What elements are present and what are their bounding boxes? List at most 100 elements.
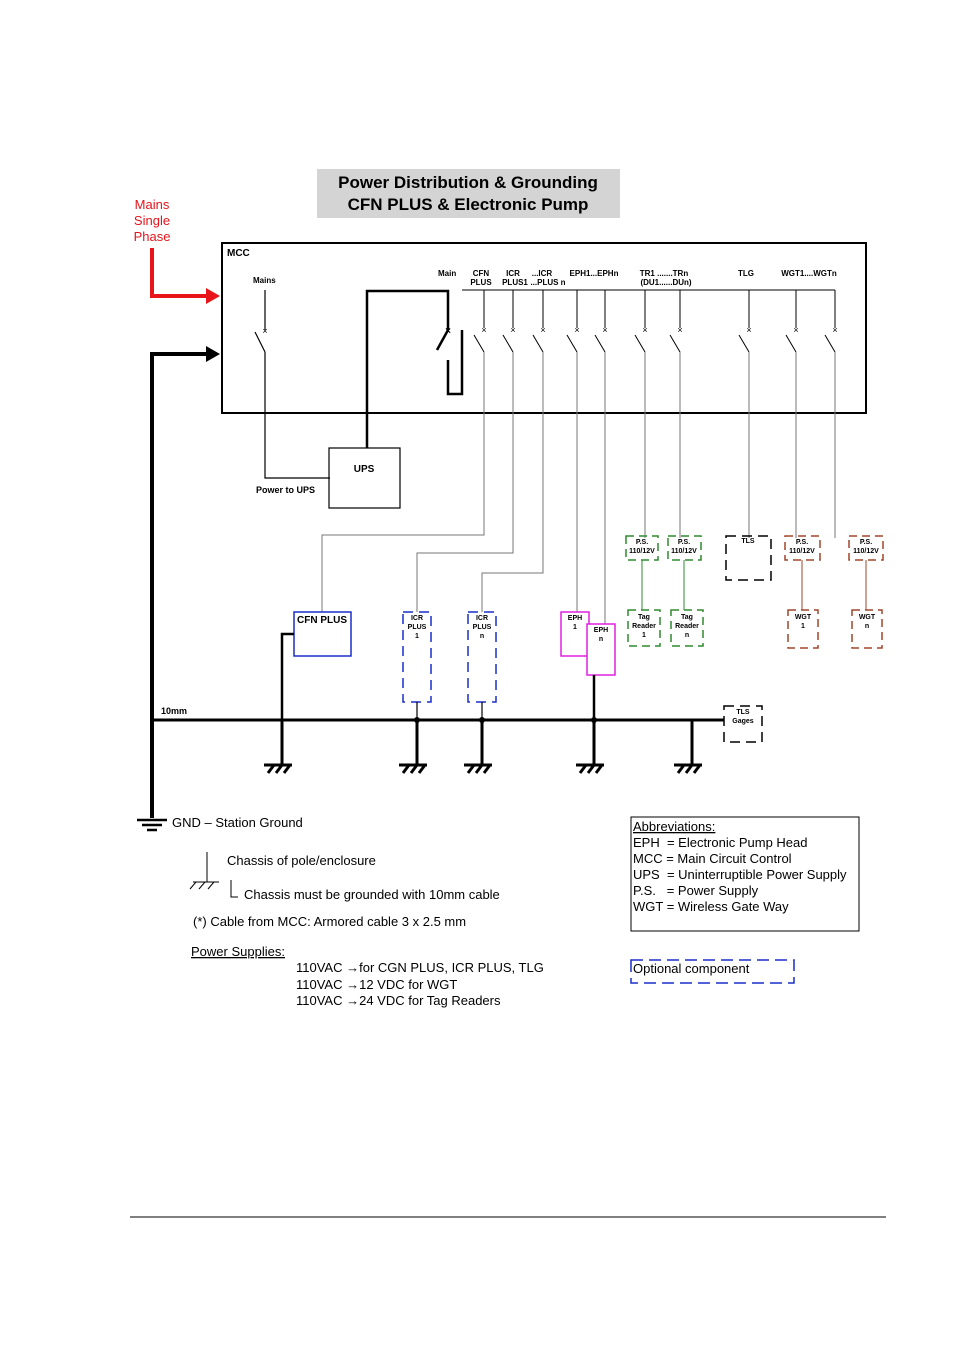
mains-arrowhead — [206, 288, 220, 304]
mcc-label: MCC — [227, 248, 250, 259]
tag1-line1: Tag — [638, 614, 650, 621]
tag1-line2: Reader — [632, 623, 656, 630]
tagn-line1: Tag — [681, 614, 693, 621]
ground-main-wire — [150, 352, 208, 818]
cable-10mm-label: 10mm — [161, 706, 187, 716]
ps-tagn-line1: P.S. — [678, 539, 690, 546]
mains-label-line1: Mains — [135, 197, 170, 212]
ps-tagn-line2: 110/12V — [671, 548, 697, 555]
abbr-line-4: P.S. = Power Supply — [633, 883, 759, 898]
svg-text:×: × — [574, 325, 579, 335]
mcc-tlg-label: TLG — [738, 269, 754, 278]
mcc-icrn-line2: ...PLUS n — [530, 278, 565, 287]
mcc-icr-line1: ICR — [506, 269, 520, 278]
wgt1-line1: WGT — [795, 614, 812, 621]
ups-label: UPS — [354, 464, 375, 475]
wgtn-line1: WGT — [859, 614, 876, 621]
chassis-grounds — [264, 720, 702, 774]
ps-line-3: 110VAC →24 VDC for Tag Readers — [296, 993, 501, 1008]
ps-line-2: 110VAC →12 VDC for WGT — [296, 977, 457, 992]
chassis-legend-symbol — [189, 852, 238, 898]
wgt1-line2: 1 — [801, 623, 805, 630]
eph1-line1: EPH — [568, 615, 582, 622]
main-bus-wire — [446, 330, 464, 396]
cable-note: (*) Cable from MCC: Armored cable 3 x 2.… — [193, 914, 466, 929]
mcc-wgt-label: WGT1....WGTn — [781, 269, 837, 278]
eph-n-box — [586, 623, 616, 676]
tls-label: TLS — [741, 538, 755, 545]
tag-reader-n-group: P.S. 110/12V Tag Reader n — [667, 535, 704, 647]
abbr-line-1: EPH = Electronic Pump Head — [633, 835, 808, 850]
svg-text:×: × — [793, 325, 798, 335]
cfn-ground-wire — [280, 632, 294, 722]
station-ground-symbol — [137, 818, 167, 832]
abbreviations-box — [630, 816, 860, 932]
icr1-line3: 1 — [415, 633, 419, 640]
svg-text:×: × — [540, 325, 545, 335]
mains-label-line2: Single — [134, 213, 170, 228]
mains-label-line3: Phase — [134, 229, 171, 244]
tag1-line3: 1 — [642, 632, 646, 639]
tag-reader-1-group: P.S. 110/12V Tag Reader 1 — [625, 535, 661, 647]
svg-text:×: × — [481, 325, 486, 335]
gnd-legend: GND – Station Ground — [172, 815, 303, 830]
svg-text:×: × — [642, 325, 647, 335]
chassis-legend: Chassis of pole/enclosure — [227, 853, 376, 868]
ups-box — [328, 447, 401, 509]
tls-gages-line2: Gages — [732, 718, 754, 725]
abbr-line-3: UPS = Uninterruptible Power Supply — [633, 867, 847, 882]
ps-wgt1-line1: P.S. — [796, 539, 808, 546]
ps-wgtn-line2: 110/12V — [853, 548, 879, 555]
optional-component-box — [630, 959, 795, 984]
power-supplies-title: Power Supplies: — [191, 944, 285, 959]
ephn-line2: n — [599, 636, 603, 643]
svg-text:×: × — [746, 325, 751, 335]
eph-1-box — [560, 611, 590, 657]
ps-line-1: 110VAC →for CGN PLUS, ICR PLUS, TLG — [296, 960, 544, 975]
mcc-eph-label: EPH1...EPHn — [570, 269, 619, 278]
ups-output-wire — [365, 289, 450, 448]
title-line2: CFN PLUS & Electronic Pump — [348, 195, 589, 214]
tagn-line2: Reader — [675, 623, 699, 630]
mcc-tr-line2: (DU1......DUn) — [640, 278, 691, 287]
abbr-line-2: MCC = Main Circuit Control — [633, 851, 792, 866]
power-to-ups-wire — [264, 352, 330, 479]
eph1-line2: 1 — [573, 624, 577, 631]
svg-text:×: × — [602, 325, 607, 335]
ps-tag1-line1: P.S. — [636, 539, 648, 546]
svg-text:×: × — [262, 326, 267, 336]
icrn-line3: n — [480, 633, 484, 640]
svg-text:×: × — [832, 325, 837, 335]
ephn-line1: EPH — [594, 627, 608, 634]
main-switch — [435, 329, 450, 351]
chassis-note: Chassis must be grounded with 10mm cable — [244, 887, 500, 902]
mcc-cfn-line2: PLUS — [470, 278, 492, 287]
abbreviations-title: Abbreviations: — [633, 819, 715, 834]
mains-arrow — [150, 248, 208, 298]
svg-text:×: × — [510, 325, 515, 335]
title-box — [317, 169, 620, 218]
tls-box — [725, 535, 772, 581]
tls-gages-box — [723, 705, 763, 743]
abbr-line-5: WGT = Wireless Gate Way — [633, 899, 789, 914]
mcc-cfn-line1: CFN — [473, 269, 490, 278]
tls-gages-line1: TLS — [736, 709, 750, 716]
optional-component-label: Optional component — [633, 961, 750, 976]
title-line1: Power Distribution & Grounding — [338, 173, 598, 192]
wgtn-line2: n — [865, 623, 869, 630]
ground-arrowhead — [206, 346, 220, 362]
mcc-mains-label: Mains — [253, 276, 276, 285]
ps-wgt1-line2: 110/12V — [789, 548, 815, 555]
tagn-line3: n — [685, 632, 689, 639]
mcc-tr-line1: TR1 .......TRn — [640, 269, 689, 278]
icr1-line2: PLUS — [408, 624, 427, 631]
icr1-line1: ICR — [411, 615, 423, 622]
mains-switch — [254, 331, 266, 353]
mcc-icrn-line1: ...ICR — [532, 269, 553, 278]
ps-wgtn-line1: P.S. — [860, 539, 872, 546]
svg-text:×: × — [677, 325, 682, 335]
mcc-icr-line2: PLUS1 — [502, 278, 528, 287]
wgt-1-group: P.S. 110/12V WGT 1 — [784, 535, 821, 649]
mcc-main-label: Main — [438, 269, 456, 278]
